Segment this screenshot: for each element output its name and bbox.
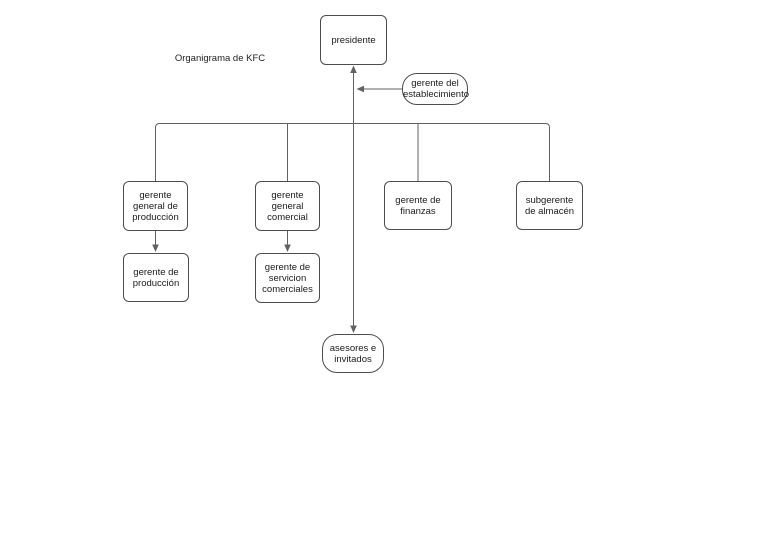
node-subgerente-almacen-label: subgerente de almacén <box>524 194 575 217</box>
edge-rail[interactable] <box>155 123 550 182</box>
node-asesores-invitados-label: asesores e invitados <box>329 342 377 365</box>
node-gerente-finanzas[interactable]: gerente de finanzas <box>384 181 452 230</box>
node-gerente-general-produccion[interactable]: gerente general de producción <box>123 181 188 231</box>
diagram-title: Organigrama de KFC <box>174 53 266 64</box>
node-gerente-general-produccion-label: gerente general de producción <box>132 189 179 223</box>
node-gerente-finanzas-label: gerente de finanzas <box>395 194 441 217</box>
arrowhead-up-presidente <box>350 65 357 73</box>
arrowhead-down-produccion <box>152 244 159 252</box>
node-presidente[interactable]: presidente <box>320 15 387 65</box>
node-gerente-general-comercial-label: gerente general comercial <box>267 189 308 223</box>
node-gerente-produccion-label: gerente de producción <box>132 266 180 289</box>
node-gerente-servicion-comerciales[interactable]: gerente de servicion comerciales <box>255 253 320 303</box>
node-gerente-establecimiento[interactable]: gerente del establecimiento <box>402 73 470 105</box>
arrowhead-left-establecimiento <box>356 85 364 93</box>
node-gerente-produccion[interactable]: gerente de producción <box>123 253 189 302</box>
node-presidente-label: presidente <box>331 34 376 46</box>
node-gerente-general-comercial[interactable]: gerente general comercial <box>255 181 320 231</box>
node-gerente-establecimiento-label: gerente del establecimiento <box>403 78 470 100</box>
arrowhead-down-asesores <box>350 325 357 333</box>
node-asesores-invitados[interactable]: asesores e invitados <box>322 334 384 373</box>
arrowhead-down-servicion <box>284 244 291 252</box>
node-gerente-servicion-comerciales-label: gerente de servicion comerciales <box>262 261 313 295</box>
node-subgerente-almacen[interactable]: subgerente de almacén <box>516 181 583 230</box>
